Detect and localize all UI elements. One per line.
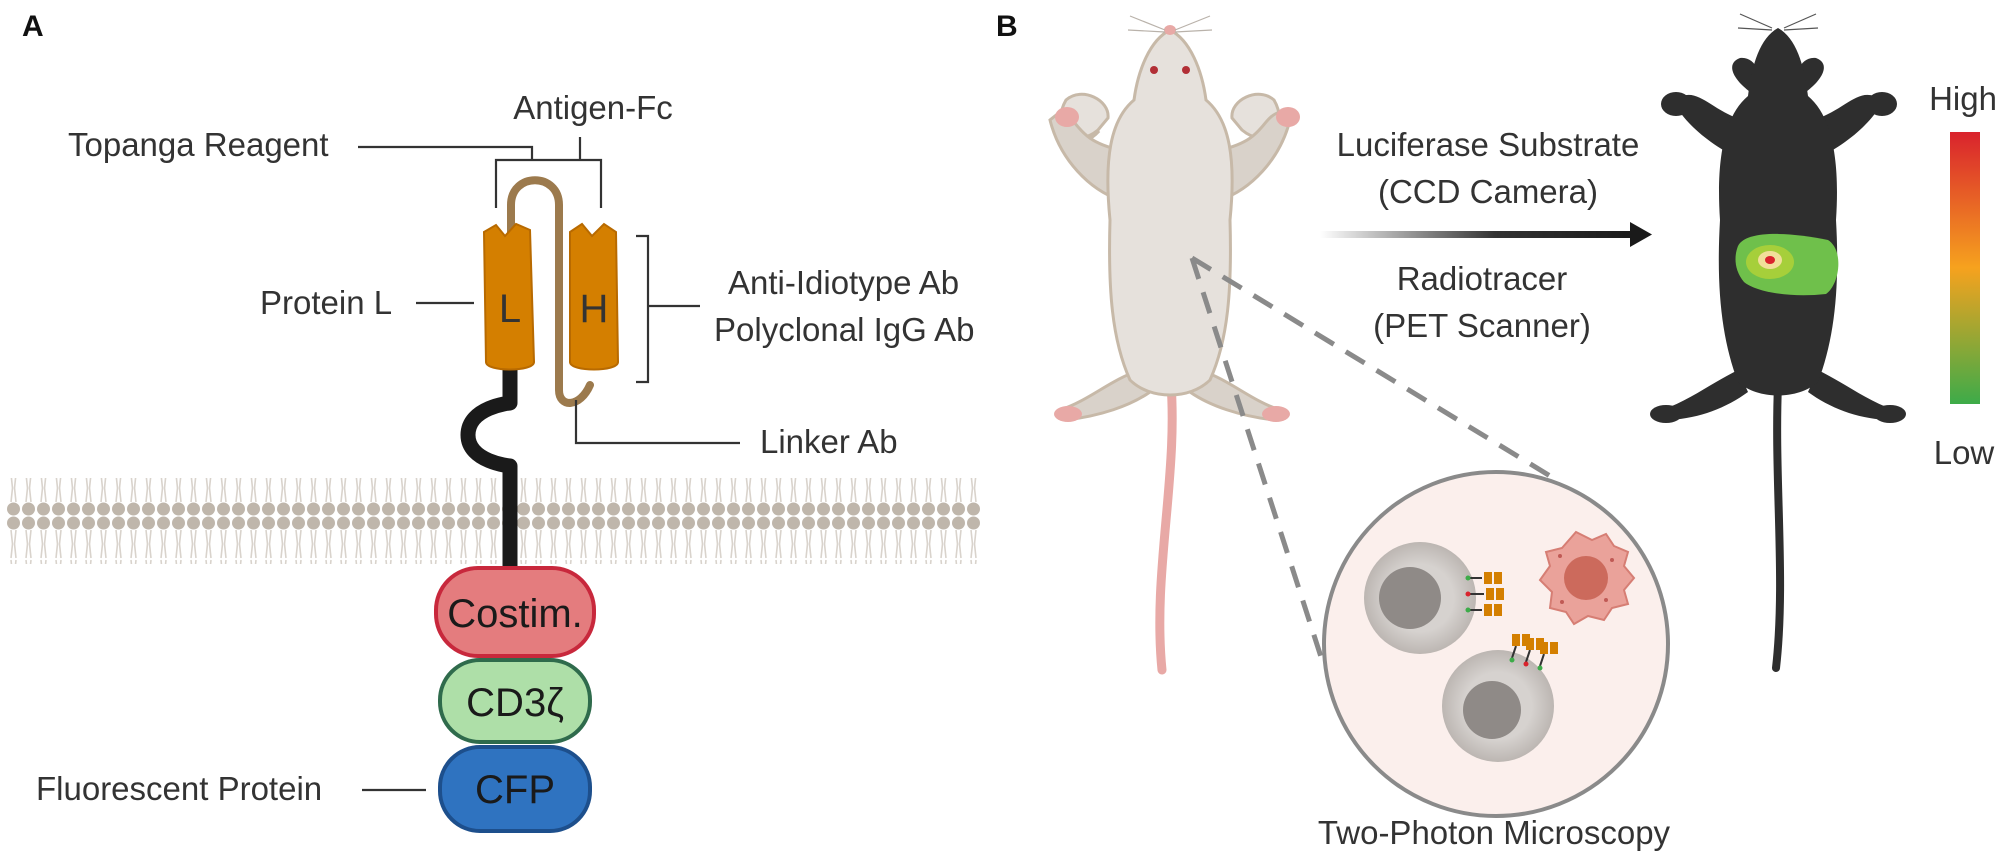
- mouse-right-paw: [1276, 107, 1300, 127]
- ccd-camera-label: (CCD Camera): [1378, 173, 1598, 210]
- mouse-nose: [1164, 25, 1176, 35]
- imaged-mouse-tail: [1772, 381, 1785, 672]
- mouse-body: [1106, 28, 1234, 397]
- imaged-mouse: [1650, 13, 1906, 672]
- white-mouse: [1048, 15, 1300, 675]
- antibody-bracket: [636, 234, 700, 384]
- imaging-arrow-head: [1630, 222, 1652, 247]
- linker-ab-label: Linker Ab: [760, 423, 898, 460]
- pet-scanner-label: (PET Scanner): [1373, 307, 1591, 344]
- fluorescent-protein-label: Fluorescent Protein: [36, 770, 322, 807]
- light-chain-label: L: [499, 287, 521, 331]
- mouse-tail: [1155, 367, 1177, 675]
- antigen-fc-label: Antigen-Fc: [513, 89, 673, 126]
- cfp-domain: [438, 745, 592, 833]
- two-photon-label: Two-Photon Microscopy: [1318, 814, 1671, 851]
- car-receptors-cell-2: [1509, 634, 1558, 671]
- antigen-fc-bracket: [494, 137, 603, 208]
- scale-high-label: High: [1929, 80, 1997, 117]
- heavy-chain-label: H: [580, 287, 609, 331]
- radiotracer-label: Radiotracer: [1397, 260, 1568, 297]
- cfp-label: CFP: [475, 768, 555, 812]
- light-chain: [482, 222, 536, 371]
- anti-idiotype-label: Anti-Idiotype Ab: [728, 264, 959, 301]
- topanga-reagent-label: Topanga Reagent: [68, 126, 329, 163]
- mouse-right-eye: [1182, 66, 1190, 74]
- cd3z-domain: [438, 658, 592, 744]
- mouse-left-eye: [1150, 66, 1158, 74]
- panel-b-label: B: [996, 10, 1018, 43]
- t-cell-1-nucleus: [1379, 567, 1441, 629]
- tumor-cell-nucleus: [1564, 556, 1608, 600]
- panel-a-label: A: [22, 10, 44, 43]
- car-stalk: [460, 358, 518, 578]
- polyclonal-label: Polyclonal IgG Ab: [714, 311, 975, 348]
- costim-domain: [434, 566, 596, 658]
- signal-color-scale: [1950, 132, 1980, 404]
- panel-b: B Luciferase Substrate (CCD Camera): [996, 10, 1997, 851]
- t-cell-2-nucleus: [1463, 681, 1521, 739]
- car-receptors-cell-1: [1465, 572, 1504, 616]
- mouse-left-paw: [1055, 107, 1079, 127]
- linker-leader: [574, 400, 740, 445]
- topanga-leader: [358, 145, 534, 160]
- imaging-arrow-shaft: [1320, 231, 1638, 238]
- microscopy-view: [1322, 470, 1670, 818]
- protein-l-label: Protein L: [260, 284, 392, 321]
- panel-a: A L H Costim. CD3ζ CFP Antigen-Fc Topang…: [6, 10, 982, 833]
- imaged-mouse-left-leg: [1662, 370, 1748, 420]
- signal-hotspot: [1765, 256, 1775, 264]
- costim-label: Costim.: [447, 592, 583, 636]
- luciferase-label: Luciferase Substrate: [1337, 126, 1640, 163]
- cd3z-label: CD3ζ: [466, 681, 564, 725]
- scale-low-label: Low: [1934, 434, 1995, 471]
- cell-membrane: [6, 478, 982, 564]
- mouse-left-arm: [1048, 110, 1122, 203]
- imaged-mouse-right-leg: [1808, 370, 1894, 420]
- microscopy-circle: [1322, 470, 1670, 818]
- heavy-chain: [569, 222, 620, 371]
- imaged-mouse-body: [1718, 28, 1838, 396]
